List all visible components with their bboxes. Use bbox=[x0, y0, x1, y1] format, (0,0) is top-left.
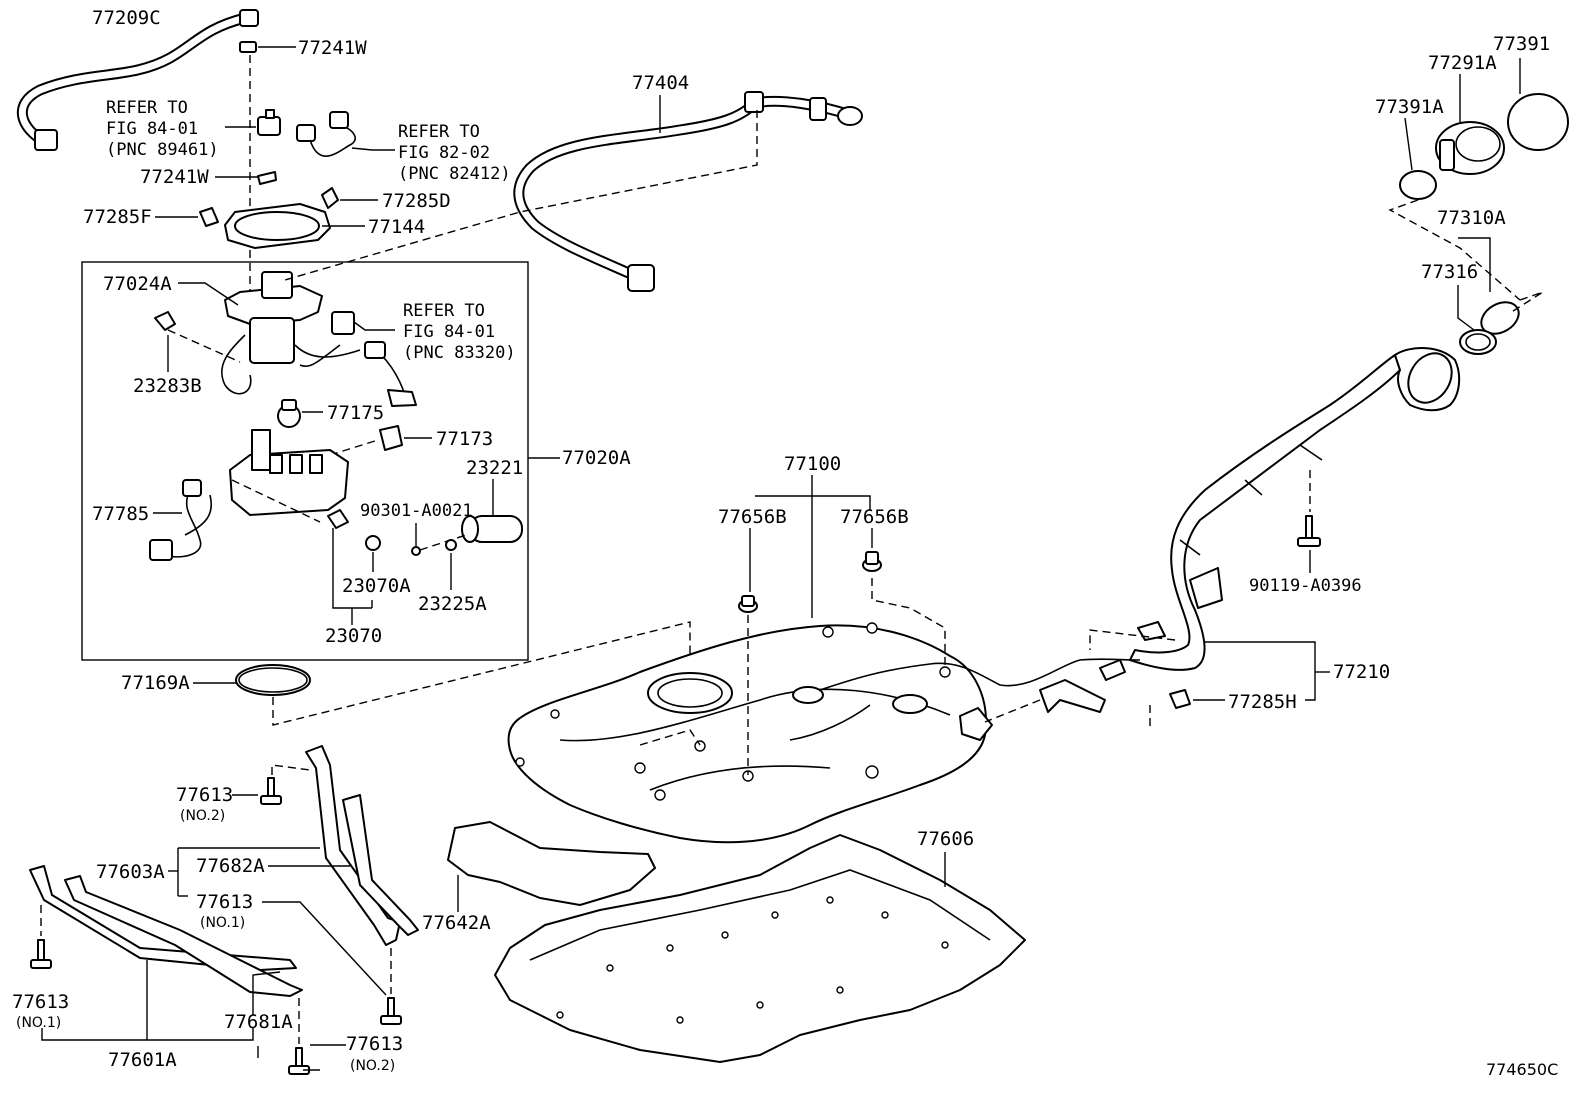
part-77175 bbox=[277, 399, 301, 428]
clip-23283B bbox=[154, 311, 176, 331]
label-77682A: 77682A bbox=[196, 855, 265, 877]
label-77210: 77210 bbox=[1333, 661, 1390, 683]
label-77613-c: 77613 bbox=[12, 991, 69, 1013]
part-23225A bbox=[445, 539, 457, 551]
ref-2-line-2: FIG 82-02 bbox=[398, 143, 490, 163]
label-23221: 23221 bbox=[466, 457, 523, 479]
label-90119-A0396: 90119-A0396 bbox=[1249, 576, 1362, 596]
hose-77209C bbox=[16, 9, 259, 151]
cap-77291A bbox=[1435, 121, 1505, 175]
protector-77642A bbox=[447, 821, 656, 906]
gasket-77391A bbox=[1399, 170, 1437, 200]
label-77169A: 77169A bbox=[121, 672, 190, 694]
label-77391A: 77391A bbox=[1375, 96, 1444, 118]
label-23070: 23070 bbox=[325, 625, 382, 647]
ref-1-line-1: REFER TO bbox=[106, 98, 188, 118]
label-77785: 77785 bbox=[92, 503, 149, 525]
label-77241W-lower: 77241W bbox=[140, 166, 209, 188]
label-77642A: 77642A bbox=[422, 912, 491, 934]
strap-77601A bbox=[29, 865, 303, 997]
clip-77285H bbox=[1169, 689, 1191, 709]
wire-harness-82412 bbox=[296, 111, 356, 157]
label-77020A: 77020A bbox=[562, 447, 631, 469]
label-no1-a: (NO.1) bbox=[200, 915, 245, 931]
leader-lines bbox=[41, 46, 1521, 1071]
label-77613-b: 77613 bbox=[196, 891, 253, 913]
pump-module-77024A bbox=[220, 271, 361, 395]
clip-77285F bbox=[199, 207, 219, 227]
label-23283B: 23283B bbox=[133, 375, 202, 397]
oring-23070A bbox=[365, 535, 381, 551]
ref-3-line-3: (PNC 83320) bbox=[403, 343, 516, 363]
label-no1-b: (NO.1) bbox=[16, 1015, 61, 1031]
label-77603A: 77603A bbox=[96, 861, 165, 883]
under-cover-77606 bbox=[494, 834, 1026, 1063]
cap-77316 bbox=[1459, 301, 1520, 355]
clip-77241W-top bbox=[239, 41, 257, 53]
label-23070A: 23070A bbox=[342, 575, 411, 597]
label-77100: 77100 bbox=[784, 453, 841, 475]
oring-90301 bbox=[411, 546, 421, 556]
label-77656B-left: 77656B bbox=[718, 506, 787, 528]
label-77601A: 77601A bbox=[108, 1049, 177, 1071]
grommet-77656B-right bbox=[862, 551, 882, 572]
label-77316: 77316 bbox=[1421, 261, 1478, 283]
bolt-77613-no2-top bbox=[260, 777, 282, 805]
connector-89461 bbox=[257, 109, 281, 136]
label-77144: 77144 bbox=[368, 216, 425, 238]
fuel-tank-77100 bbox=[507, 622, 1081, 844]
retainer-ring-77144 bbox=[224, 203, 331, 249]
label-23225A: 23225A bbox=[418, 593, 487, 615]
label-77681A: 77681A bbox=[224, 1011, 293, 1033]
label-77656B-right: 77656B bbox=[840, 506, 909, 528]
label-77209C: 77209C bbox=[92, 7, 161, 29]
label-90301-A0021: 90301-A0021 bbox=[360, 501, 473, 521]
pump-assembly-box bbox=[81, 261, 529, 661]
label-77024A: 77024A bbox=[103, 273, 172, 295]
label-77173: 77173 bbox=[436, 428, 493, 450]
hose-77404 bbox=[513, 91, 863, 292]
label-77291A: 77291A bbox=[1428, 52, 1497, 74]
label-77613-a: 77613 bbox=[176, 784, 233, 806]
pump-reservoir bbox=[229, 429, 349, 523]
label-77391: 77391 bbox=[1493, 33, 1550, 55]
ref-1-line-3: (PNC 89461) bbox=[106, 140, 219, 160]
label-77613-d: 77613 bbox=[346, 1033, 403, 1055]
part-77173 bbox=[379, 425, 403, 451]
label-77404: 77404 bbox=[632, 72, 689, 94]
clip-77241W-lower bbox=[257, 171, 277, 185]
label-77241W-top: 77241W bbox=[298, 37, 367, 59]
label-77285D: 77285D bbox=[382, 190, 451, 212]
strap-77682A bbox=[305, 745, 419, 946]
ref-3-line-2: FIG 84-01 bbox=[403, 322, 495, 342]
ref-3-line-1: REFER TO bbox=[403, 301, 485, 321]
gasket-77169A bbox=[235, 664, 311, 696]
label-77285F: 77285F bbox=[83, 206, 152, 228]
label-no2-a: (NO.2) bbox=[180, 808, 225, 824]
grommet-77656B-left bbox=[738, 595, 758, 613]
label-77606: 77606 bbox=[917, 828, 974, 850]
bolt-77613-no1-mid bbox=[380, 997, 402, 1025]
label-77175: 77175 bbox=[327, 402, 384, 424]
bolt-77613-no1-left bbox=[30, 939, 52, 969]
label-no2-b: (NO.2) bbox=[350, 1058, 395, 1074]
figure-id: 774650C bbox=[1486, 1060, 1558, 1079]
bolt-90119 bbox=[1297, 515, 1321, 547]
harness-77785 bbox=[149, 479, 212, 561]
ref-2-line-3: (PNC 82412) bbox=[398, 164, 511, 184]
fuel-pump-23221 bbox=[461, 515, 523, 543]
ref-2-line-1: REFER TO bbox=[398, 122, 480, 142]
ref-1-line-2: FIG 84-01 bbox=[106, 119, 198, 139]
label-77285H: 77285H bbox=[1228, 691, 1297, 713]
clip-77285D bbox=[321, 187, 339, 209]
gasket-77391 bbox=[1507, 93, 1569, 151]
label-77310A: 77310A bbox=[1437, 207, 1506, 229]
fuel-sender-83320 bbox=[299, 311, 417, 407]
filter bbox=[327, 509, 349, 529]
filler-neck-77210 bbox=[1039, 347, 1461, 713]
